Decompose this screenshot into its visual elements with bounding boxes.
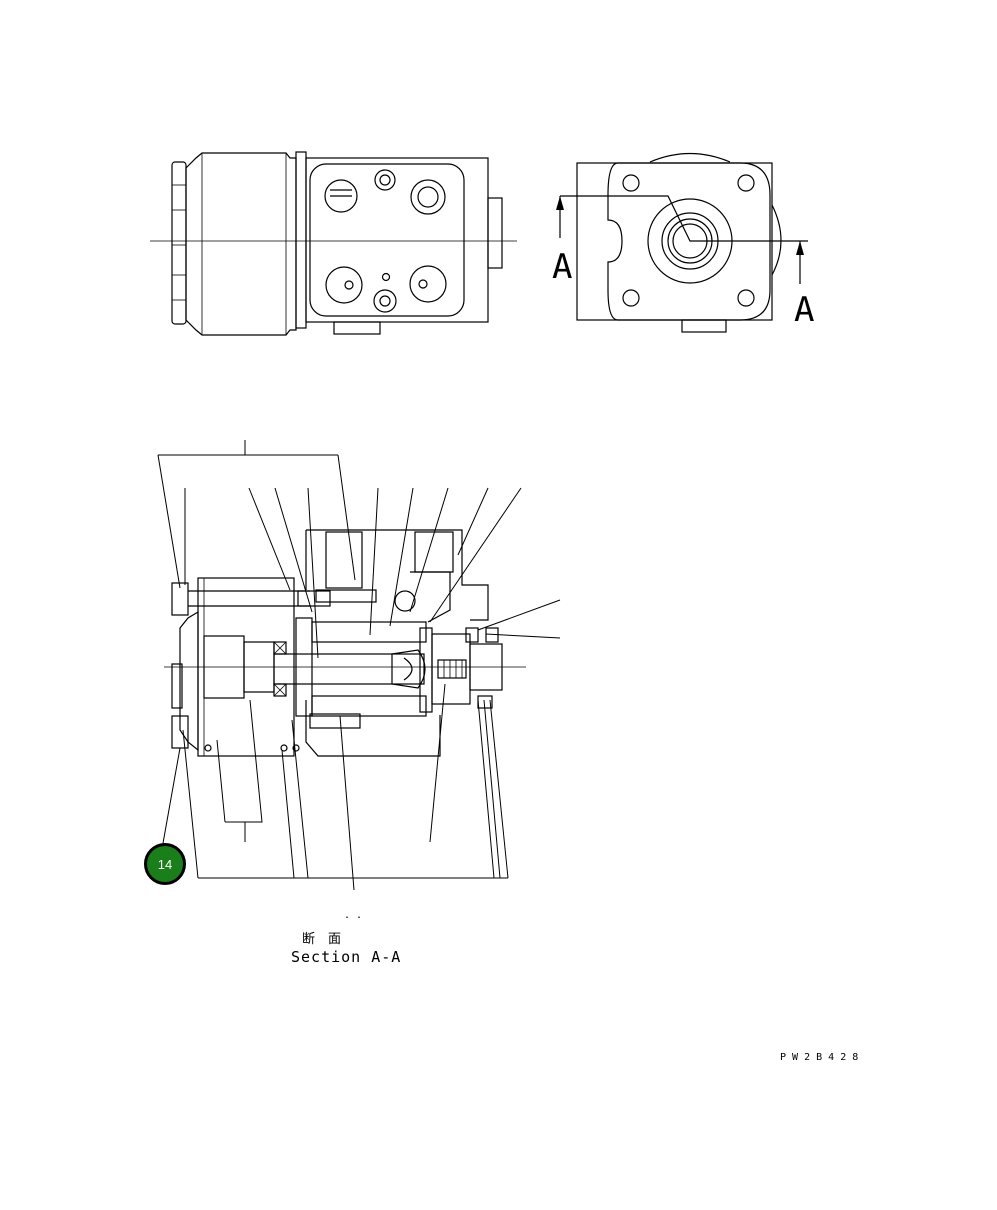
caption-japanese: 断 面 [302, 932, 341, 947]
caption-english: Section A-A [291, 948, 401, 966]
callout-label: 14 [157, 856, 173, 872]
section-mark-right: A [794, 290, 814, 330]
caption-dots: . . [344, 910, 362, 921]
side-view [150, 151, 517, 336]
callout-badge[interactable]: 14 [144, 843, 186, 885]
section-mark-left: A [552, 247, 572, 287]
leader-lines [157, 440, 561, 891]
drawing-code: P W 2 B 4 2 8 [780, 1052, 858, 1063]
section-view [164, 529, 526, 757]
end-view [556, 152, 808, 333]
